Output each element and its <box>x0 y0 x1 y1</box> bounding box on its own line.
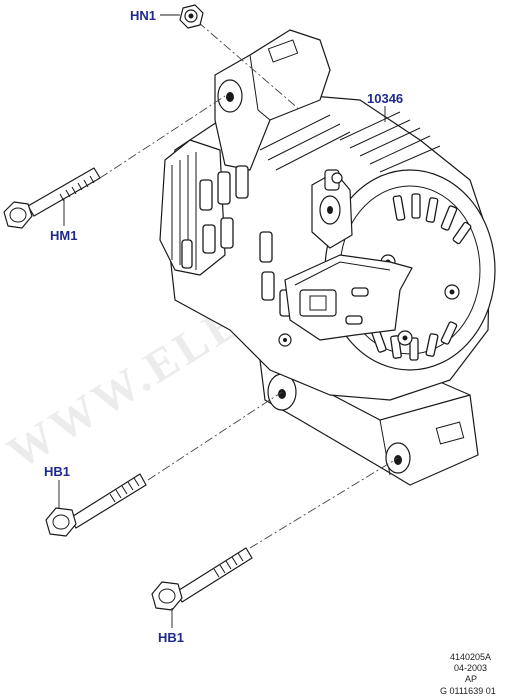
drawing-region: AP <box>465 674 477 684</box>
bolt-hm1 <box>3 167 101 229</box>
centerline-hb1-lower <box>249 457 399 549</box>
centerline-hb1-upper <box>147 391 283 481</box>
callout-hn1: HN1 <box>130 8 156 23</box>
rear-vents <box>371 193 472 361</box>
callout-hb1-lower: HB1 <box>158 630 184 645</box>
centerline-nut <box>197 21 301 111</box>
front-vents <box>181 165 293 317</box>
drawing-date: 04-2003 <box>454 663 487 673</box>
drawing-number: 4140205A <box>450 652 491 662</box>
image-code: G 0111639 01 <box>440 686 496 696</box>
centerline-hm1 <box>99 95 226 179</box>
callout-hm1: HM1 <box>50 228 77 243</box>
reference-block: 4140205A 04-2003 AP G 0111639 01 <box>440 652 496 696</box>
bolt-hb1-upper <box>45 473 147 537</box>
flange-nut-hn1 <box>179 4 204 29</box>
callout-10346: 10346 <box>367 91 403 106</box>
alternator-10346 <box>159 29 496 486</box>
bolt-hb1-lower <box>151 547 253 611</box>
callout-hb1-upper: HB1 <box>44 464 70 479</box>
